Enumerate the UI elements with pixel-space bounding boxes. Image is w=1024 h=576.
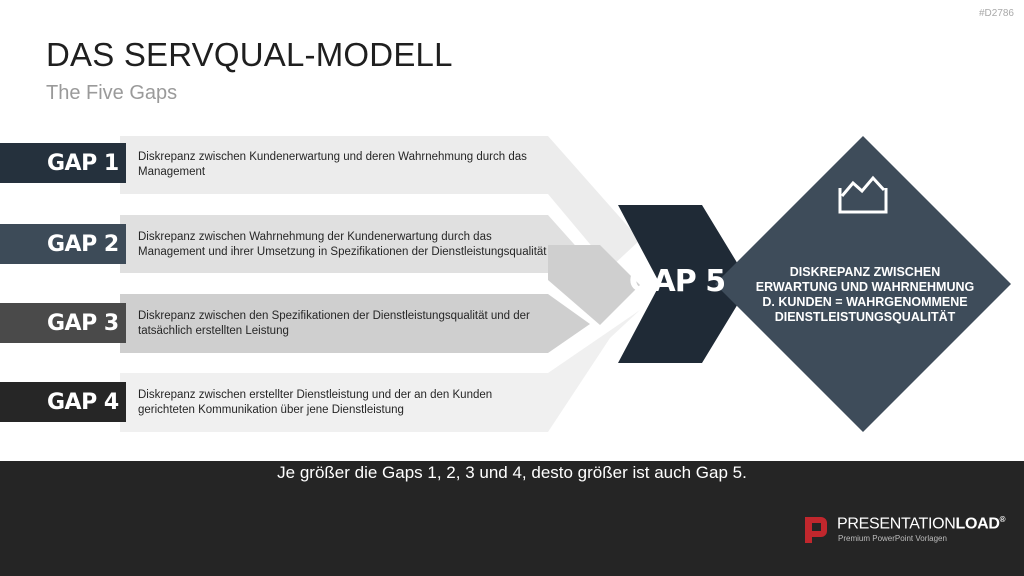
gap3-description: Diskrepanz zwischen den Spezifikationen … — [138, 309, 548, 339]
brand-tagline: Premium PowerPoint Vorlagen — [838, 534, 947, 543]
gap5-description: DISKREPANZ ZWISCHEN ERWARTUNG UND WAHRNE… — [740, 265, 990, 325]
gap1-label: GAP 1 — [0, 143, 126, 183]
gap4-description: Diskrepanz zwischen erstellter Dienstlei… — [138, 388, 548, 418]
gap5-label: GAP 5 — [612, 264, 742, 299]
footer-statement: Je größer die Gaps 1, 2, 3 und 4, desto … — [0, 463, 1024, 483]
gap2-description: Diskrepanz zwischen Wahrnehmung der Kund… — [138, 230, 553, 260]
gap3-label: GAP 3 — [0, 303, 126, 343]
gap1-description: Diskrepanz zwischen Kundenerwartung und … — [138, 150, 548, 180]
gap2-label: GAP 2 — [0, 224, 126, 264]
brand-logo-icon — [803, 515, 829, 545]
gap4-label: GAP 4 — [0, 382, 126, 422]
brand-name: PRESENTATIONLOAD® — [837, 515, 1005, 533]
